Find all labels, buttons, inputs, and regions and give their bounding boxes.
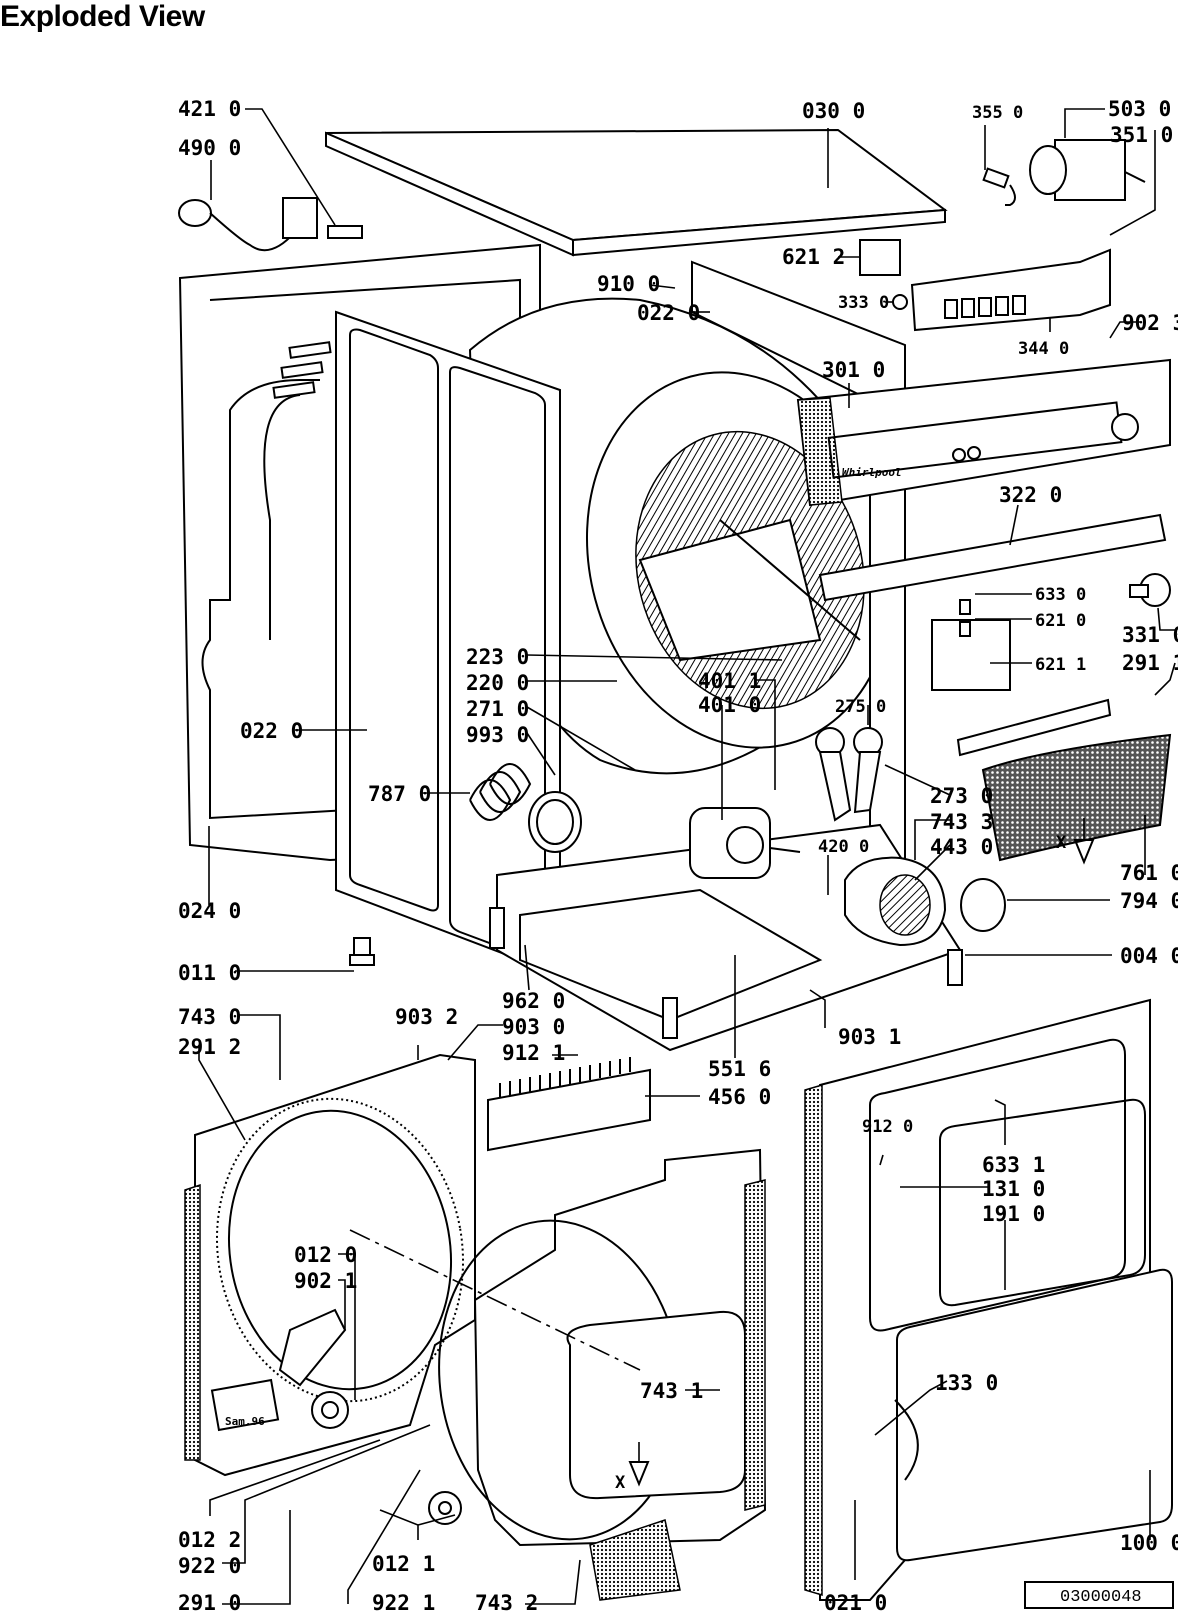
callout-621-0: 621 0 xyxy=(1035,611,1086,631)
power-cord-part xyxy=(178,197,363,252)
callout-401-1: 401 1 xyxy=(698,669,761,693)
callout-351-0: 351 0 xyxy=(1110,123,1173,147)
view-marker-bottom: X xyxy=(615,1442,650,1493)
callout-912-0: 912 0 xyxy=(862,1117,913,1137)
spring-part xyxy=(469,763,582,853)
leader-lines xyxy=(198,108,1176,1605)
callout-443-0: 443 0 xyxy=(930,835,993,859)
callout-420-0: 420 0 xyxy=(818,837,869,857)
callout-922-1: 922 1 xyxy=(372,1591,435,1612)
callout-220-0: 220 0 xyxy=(466,671,529,695)
callout-012-1: 012 1 xyxy=(372,1552,435,1576)
callout-633-0: 633 0 xyxy=(1035,585,1086,605)
callout-030-0: 030 0 xyxy=(802,99,865,123)
callout-011-0: 011 0 xyxy=(178,961,241,985)
callout-322-0: 322 0 xyxy=(999,483,1062,507)
callout-743-3: 743 3 xyxy=(930,810,993,834)
callout-275-0: 275 0 xyxy=(835,697,886,717)
callout-621-2: 621 2 xyxy=(782,245,845,269)
view-marker-right-text: X xyxy=(1056,833,1067,853)
fan-housing-part xyxy=(844,856,947,947)
callout-191-0: 191 0 xyxy=(982,1202,1045,1226)
callout-743-2: 743 2 xyxy=(475,1591,538,1612)
callout-133-0: 133 0 xyxy=(935,1371,998,1395)
electronic-board-part xyxy=(910,248,1111,332)
callout-273-0: 273 0 xyxy=(930,784,993,808)
tensioner-part xyxy=(815,727,883,822)
callout-503-0: 503 0 xyxy=(1108,97,1171,121)
callout-024-0: 024 0 xyxy=(178,899,241,923)
callout-291-1: 291 1 xyxy=(1122,651,1178,675)
gasket-794-part xyxy=(960,878,1006,932)
callout-490-0: 490 0 xyxy=(178,136,241,160)
callout-761-0: 761 0 xyxy=(1120,861,1178,885)
callout-022-0-left: 022 0 xyxy=(240,719,303,743)
callout-301-0: 301 0 xyxy=(822,358,885,382)
callout-903-0: 903 0 xyxy=(502,1015,565,1039)
callout-012-2: 012 2 xyxy=(178,1528,241,1552)
switch-assembly-part xyxy=(931,599,1011,691)
callout-022-0-top: 022 0 xyxy=(637,301,700,325)
callout-223-0: 223 0 xyxy=(466,645,529,669)
callout-993-0: 993 0 xyxy=(466,723,529,747)
callout-633-1: 633 1 xyxy=(982,1153,1045,1177)
callout-910-0: 910 0 xyxy=(597,272,660,296)
callout-551-6: 551 6 xyxy=(708,1057,771,1081)
callout-401-0: 401 0 xyxy=(698,693,761,717)
callout-344-0: 344 0 xyxy=(1018,339,1069,359)
timer-part xyxy=(1029,139,1146,201)
drawing-number: 03000048 xyxy=(1060,1588,1142,1607)
callout-743-1: 743 1 xyxy=(640,1379,703,1403)
callout-355-0: 355 0 xyxy=(972,103,1023,123)
control-strip-part xyxy=(818,513,1167,602)
callout-902-3: 902 3 xyxy=(1122,311,1178,335)
callout-012-0: 012 0 xyxy=(294,1243,357,1267)
top-panel-part xyxy=(325,128,948,257)
callout-004-0: 004 0 xyxy=(1120,944,1178,968)
front-bulkhead-part xyxy=(438,1148,767,1601)
screw-part xyxy=(349,937,375,966)
thermostat-small-part xyxy=(982,167,1016,206)
callout-903-2: 903 2 xyxy=(395,1005,458,1029)
callout-903-1: 903 1 xyxy=(838,1025,901,1049)
callout-794-0: 794 0 xyxy=(1120,889,1178,913)
door-roller-part xyxy=(428,1491,462,1525)
heater-part xyxy=(487,1057,651,1152)
callout-labels: 421 0 490 0 030 0 355 0 503 0 351 0 621 … xyxy=(178,97,1178,1612)
callout-912-1: 912 1 xyxy=(502,1041,565,1065)
callout-902-1: 902 1 xyxy=(294,1269,357,1293)
callout-131-0: 131 0 xyxy=(982,1177,1045,1201)
view-marker-right: X xyxy=(1056,818,1095,865)
drawing-number-frame: 03000048 xyxy=(1024,1581,1174,1609)
brand-logo-text: Whirlpool xyxy=(842,466,902,479)
rear-plate-part: Sam.96 xyxy=(184,1053,476,1477)
door-part xyxy=(894,1268,1173,1562)
callout-922-0: 922 0 xyxy=(178,1554,241,1578)
console-part: Whirlpool xyxy=(796,358,1171,507)
filter-part xyxy=(956,698,1172,862)
callout-456-0: 456 0 xyxy=(708,1085,771,1109)
callout-621-1: 621 1 xyxy=(1035,655,1086,675)
motor-part xyxy=(689,807,801,879)
callout-100-0: 100 0 xyxy=(1120,1531,1178,1555)
callout-271-0: 271 0 xyxy=(466,697,529,721)
callout-421-0: 421 0 xyxy=(178,97,241,121)
callout-291-2: 291 2 xyxy=(178,1035,241,1059)
callout-787-0: 787 0 xyxy=(368,782,431,806)
stamp-text: Sam.96 xyxy=(225,1415,265,1428)
callout-021-0: 021 0 xyxy=(824,1591,887,1612)
callout-291-0: 291 0 xyxy=(178,1591,241,1612)
callout-743-0: 743 0 xyxy=(178,1005,241,1029)
microswitch-part xyxy=(859,239,908,310)
callout-331-0: 331 0 xyxy=(1122,623,1178,647)
callout-962-0: 962 0 xyxy=(502,989,565,1013)
view-marker-bottom-text: X xyxy=(615,1473,626,1493)
assembly-axis-line xyxy=(349,1229,641,1371)
page-title: Exploded View xyxy=(0,0,205,33)
callout-333-0: 333 0 xyxy=(838,293,889,313)
knob-part xyxy=(1129,573,1171,607)
